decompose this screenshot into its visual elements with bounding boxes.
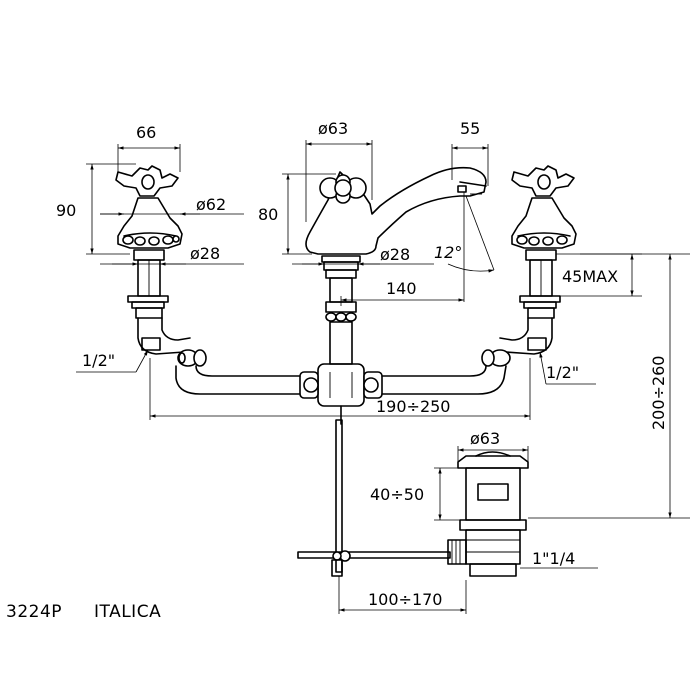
model-code: 3224P <box>6 602 62 622</box>
left-elbow-fitting <box>137 317 207 367</box>
left-inlet-label: 1/2" <box>82 351 115 370</box>
spout-base-label: ø63 <box>318 119 348 138</box>
dim-waste-height: 40÷50 <box>370 467 466 521</box>
spout-height-label: 80 <box>258 205 278 224</box>
dim-right-inlet: 1/2" <box>539 351 596 385</box>
total-height-label: 200÷260 <box>649 356 668 430</box>
dim-max-thickness: 45MAX <box>556 253 642 297</box>
dim-handle-width: 66 <box>117 123 181 172</box>
dim-waste-thread: 1"1/4 <box>520 549 598 569</box>
left-cross-handle <box>115 165 179 197</box>
dim-spout-shank: ø28 <box>292 245 434 266</box>
rod-range-label: 100÷170 <box>368 590 442 609</box>
dim-spout-reach: 140 <box>340 279 464 306</box>
handle-width-label: 66 <box>136 123 156 142</box>
dim-spout-angle: 12° <box>434 192 495 302</box>
dim-spout-outlet: 55 <box>451 119 489 186</box>
left-valve-shank <box>127 249 169 319</box>
dim-spout-height: 80 <box>258 173 336 255</box>
model-name: ITALICA <box>94 602 161 622</box>
max-thickness-label: 45MAX <box>562 267 618 286</box>
waste-height-label: 40÷50 <box>370 485 424 504</box>
dim-handle-height: 90 <box>56 163 136 255</box>
dim-left-shank: ø28 <box>100 244 244 266</box>
dim-waste-diameter: ø63 <box>457 429 529 462</box>
popup-waste <box>447 451 529 577</box>
waste-diameter-label: ø63 <box>470 429 500 448</box>
dim-rod-range: 100÷170 <box>338 576 467 614</box>
left-shank-label: ø28 <box>190 244 220 263</box>
centers-label: 190÷250 <box>376 397 450 416</box>
popup-rod <box>297 419 451 577</box>
left-supply-pipe <box>175 365 301 395</box>
spout-shank-label: ø28 <box>380 245 410 264</box>
spout-shank <box>321 255 361 365</box>
dim-left-inlet: 1/2" <box>76 349 149 373</box>
dim-spout-base: ø63 <box>305 119 373 222</box>
dim-centers: 190÷250 <box>149 358 531 420</box>
right-supply-pipe <box>381 365 507 395</box>
handle-height-label: 90 <box>56 201 76 220</box>
right-inlet-label: 1/2" <box>546 363 579 382</box>
right-valve-shank <box>519 249 561 319</box>
dim-flange-diameter: ø62 <box>100 195 244 216</box>
spout <box>305 166 487 255</box>
right-cross-handle <box>511 165 575 197</box>
left-valve-bell <box>117 197 183 249</box>
spout-angle-label: 12° <box>434 243 462 262</box>
flange-diameter-label: ø62 <box>196 195 226 214</box>
spout-reach-label: 140 <box>386 279 417 298</box>
right-elbow-fitting <box>481 317 553 367</box>
spout-outlet-label: 55 <box>460 119 480 138</box>
center-tee <box>299 363 383 425</box>
waste-thread-label: 1"1/4 <box>532 549 575 568</box>
right-valve-bell <box>511 197 577 249</box>
dim-total-height: 200÷260 <box>528 253 690 519</box>
